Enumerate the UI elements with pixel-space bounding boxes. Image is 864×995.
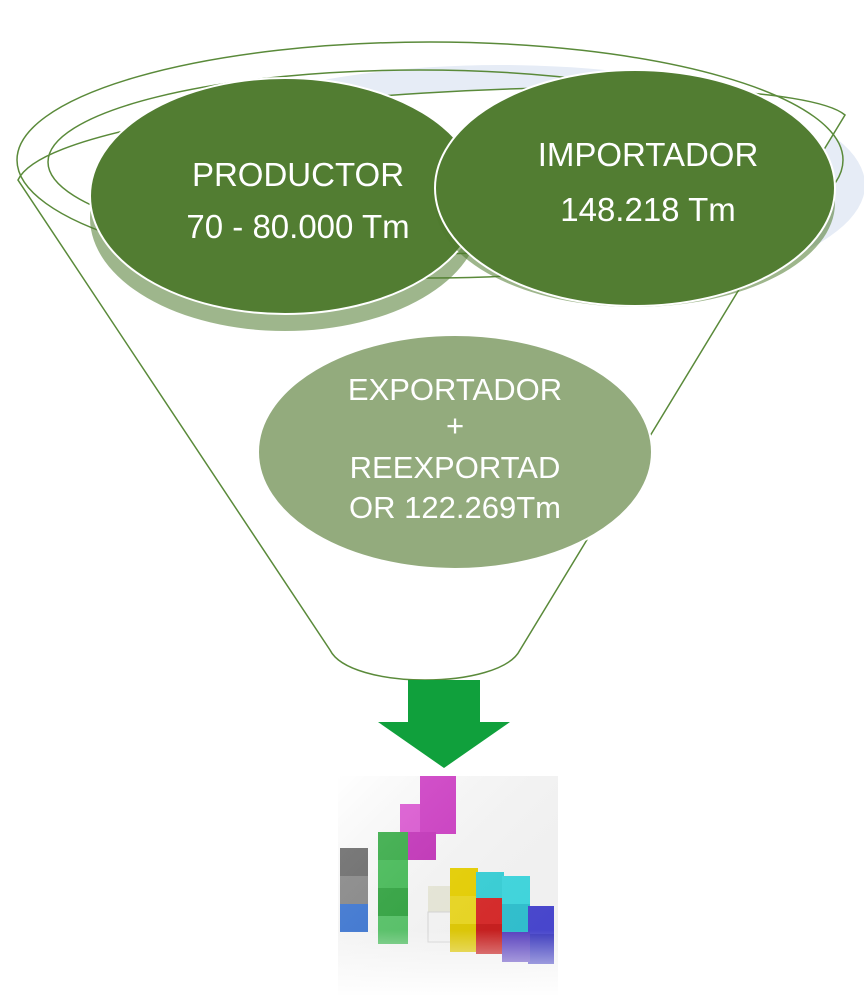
producer-value: 70 - 80.000 Tm — [186, 208, 409, 245]
down-arrow-icon — [378, 680, 510, 768]
producer-title: PRODUCTOR — [192, 156, 404, 193]
exporter-line1: EXPORTADOR — [348, 372, 562, 407]
importer-circle: IMPORTADOR 148.218 Tm — [434, 69, 836, 307]
exporter-line2: + — [446, 408, 464, 443]
producer-circle: PRODUCTOR 70 - 80.000 Tm — [89, 77, 481, 331]
exporter-circle: EXPORTADOR + REEXPORTAD OR 122.269Tm — [257, 334, 653, 570]
tetris-blocks-icon — [330, 776, 566, 995]
importer-title: IMPORTADOR — [538, 136, 759, 173]
exporter-line4: OR 122.269Tm — [349, 490, 561, 525]
importer-value: 148.218 Tm — [560, 191, 736, 228]
exporter-line3: REEXPORTAD — [350, 450, 561, 485]
